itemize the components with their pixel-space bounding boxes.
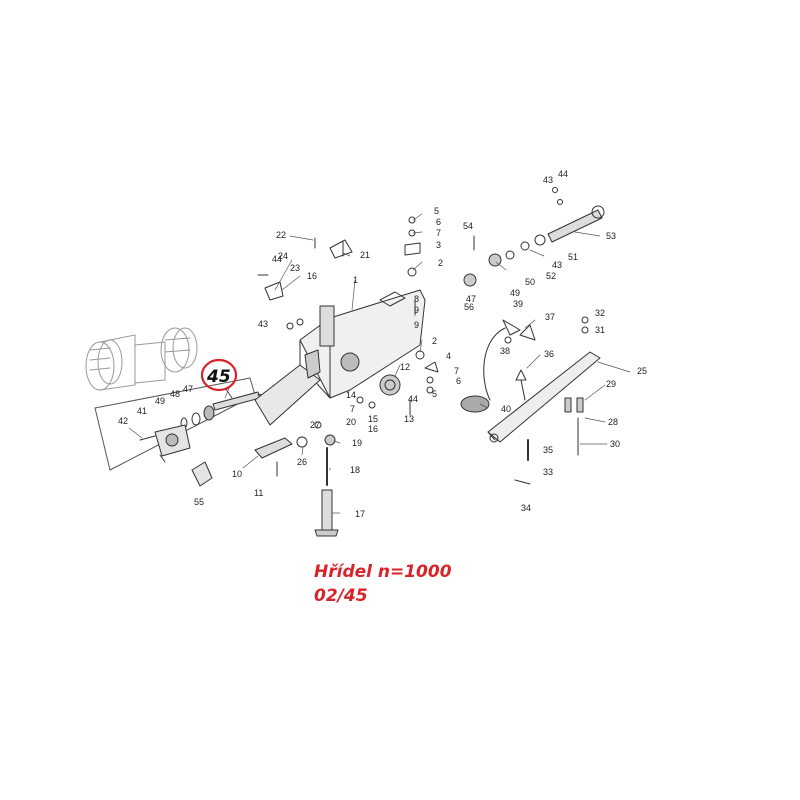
caption-code: 02/45 [314, 586, 368, 606]
part-number-label: 31 [595, 325, 605, 335]
part-number-label: 12 [400, 362, 410, 372]
part-number-label: 5 [434, 206, 439, 216]
part-number-label: 35 [543, 445, 553, 455]
part-number-label: 47 [466, 294, 476, 304]
part-number-label: 15 [368, 414, 378, 424]
part-number-label: 7 [350, 404, 355, 414]
shaft-part-45 [180, 384, 301, 429]
part-number-label: 43 [258, 319, 268, 329]
part-number-label: 5 [432, 389, 437, 399]
part-number-label: 53 [606, 231, 616, 241]
part-number-label: 13 [404, 414, 414, 424]
part-number-label: 55 [194, 497, 204, 507]
cable-part [460, 319, 521, 413]
part-number-label: 24 [278, 251, 288, 261]
part-number-label: 50 [525, 277, 535, 287]
part-number-label: 10 [232, 469, 242, 479]
part-number-label: 14 [346, 390, 356, 400]
highlight-label: 45 [206, 367, 231, 387]
main-frame [254, 289, 426, 426]
part-number-label: 22 [276, 230, 286, 240]
part-number-label: 40 [501, 404, 511, 414]
part-number-label: 33 [543, 467, 553, 477]
part-number-label: 36 [544, 349, 554, 359]
part-number-label: 44 [408, 394, 418, 404]
part-number-label: 32 [595, 308, 605, 318]
part-number-label: 30 [610, 439, 620, 449]
part-number-label: 39 [513, 299, 523, 309]
part-number-label: 56 [464, 302, 474, 312]
pto-shaft-drawing [85, 327, 198, 391]
part-number-label: 7 [436, 228, 441, 238]
part-number-label: 41 [137, 406, 147, 416]
part-number-label: 11 [254, 488, 263, 498]
part-number-label: 38 [500, 346, 510, 356]
part-number-label: 6 [456, 376, 461, 386]
link-arm [254, 437, 293, 459]
part-number-label: 51 [568, 252, 578, 262]
part-number-label: 17 [355, 509, 365, 519]
part-number-label: 47 [183, 384, 193, 394]
part-number-label: 20 [346, 417, 356, 427]
part-number-label: 7 [454, 366, 459, 376]
part-number-label: 44 [272, 254, 282, 264]
part-number-label: 2 [432, 336, 437, 346]
hardware-small-parts [257, 187, 589, 477]
flange-plate [139, 424, 191, 463]
drawbar-beam [487, 351, 601, 485]
part-number-label: 54 [463, 221, 473, 231]
part-number-label: 8 [414, 294, 419, 304]
part-number-label: 37 [545, 312, 555, 322]
part-number-label: 16 [307, 271, 317, 281]
part-number-label: 52 [546, 271, 556, 281]
part-number-label: 6 [436, 217, 441, 227]
part-number-label: 26 [297, 457, 307, 467]
part-number-label: 42 [118, 416, 128, 426]
part-number-label: 49 [155, 396, 165, 406]
part-number-label: 9 [414, 305, 419, 315]
part-number-label: 48 [170, 389, 180, 399]
part-number-label: 43 [543, 175, 553, 185]
part-number-label: 25 [637, 366, 647, 376]
part-number-label: 34 [521, 503, 531, 513]
clip-part [191, 461, 213, 487]
part-number-label: 28 [608, 417, 618, 427]
part-number-label: 4 [446, 351, 451, 361]
part-number-label: 44 [558, 169, 568, 179]
part-number-label: 49 [510, 288, 520, 298]
part-number-label: 18 [350, 465, 360, 475]
part-number-label: 29 [606, 379, 616, 389]
highlight-circle [200, 358, 238, 392]
jack-stand [314, 434, 339, 537]
part-number-label: 19 [352, 438, 362, 448]
part-number-label: 3 [436, 240, 441, 250]
part-number-label: 23 [290, 263, 300, 273]
part-number-label: 43 [552, 260, 562, 270]
part-number-label: 27 [310, 420, 320, 430]
drive-shaft-upper [463, 205, 605, 287]
part-number-label: 1 [353, 275, 358, 285]
part-number-label: 2 [438, 258, 443, 268]
caption-title: Hřídel n=1000 [314, 562, 452, 582]
part-number-label: 16 [368, 424, 378, 434]
part-number-label: 9 [414, 320, 419, 330]
part-number-label: 21 [360, 250, 370, 260]
